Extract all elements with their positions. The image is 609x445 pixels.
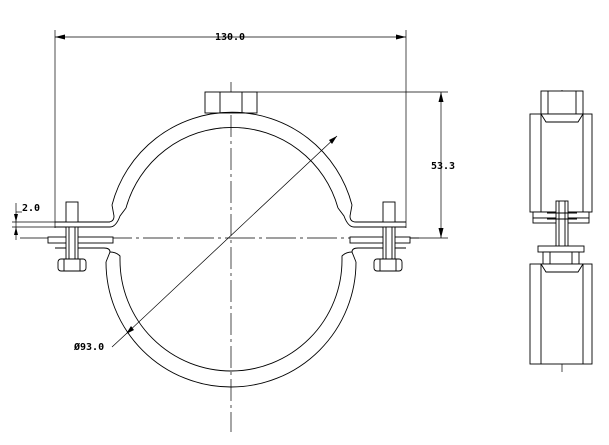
clamp-side-view — [529, 90, 593, 365]
height-dimension: 53.3 — [257, 91, 455, 239]
height-label: 53.3 — [431, 161, 455, 172]
thickness-dimension: 2.0 — [12, 203, 110, 240]
thickness-label: 2.0 — [22, 203, 40, 214]
width-dimension: 130.0 — [54, 30, 407, 228]
width-label: 130.0 — [215, 32, 245, 43]
diameter-label: Ø93.0 — [73, 341, 104, 353]
center-lines — [20, 82, 563, 432]
clamp-front-view — [47, 91, 411, 388]
diameter-dimension: Ø93.0 — [73, 135, 338, 353]
